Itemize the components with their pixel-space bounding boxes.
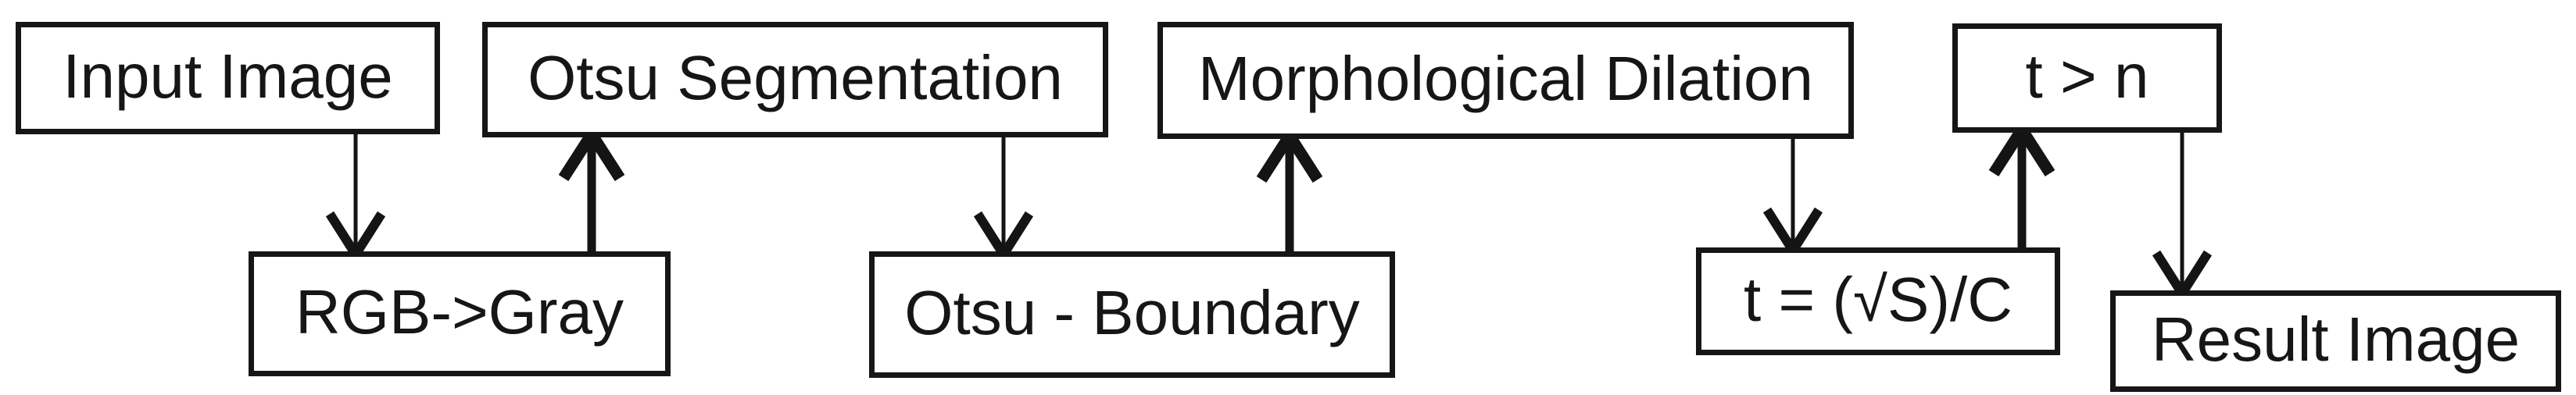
arrow-otsu-boundary-to-morphological-dilation-up [1256, 125, 1323, 254]
node-otsu-boundary: Otsu - Boundary [869, 251, 1395, 378]
arrowhead-up-icon [1256, 125, 1323, 183]
arrowhead-up-icon [558, 123, 625, 182]
node-label-morphological-dilation: Morphological Dilation [1197, 44, 1814, 113]
node-label-rgb-to-gray: RGB->Gray [295, 277, 624, 347]
node-label-otsu-boundary: Otsu - Boundary [904, 278, 1360, 347]
arrowhead-down-icon [1762, 207, 1823, 260]
arrowhead-up-icon [1988, 119, 2055, 177]
arrow-input-image-to-rgb-to-gray-down [325, 131, 386, 264]
arrow-otsu-segmentation-to-otsu-boundary-down [973, 134, 1034, 264]
node-threshold-formula: t = (√S)/C [1696, 247, 2060, 355]
node-label-t-greater-n: t > n [2025, 41, 2149, 111]
arrowhead-down-icon [2152, 250, 2213, 303]
node-morphological-dilation: Morphological Dilation [1157, 22, 1854, 139]
arrow-morphological-dilation-to-threshold-formula-down [1762, 136, 1823, 260]
node-t-greater-n: t > n [1952, 23, 2222, 133]
arrow-threshold-formula-to-t-greater-n-up [1988, 119, 2055, 251]
node-label-result-image: Result Image [2151, 304, 2521, 374]
node-result-image: Result Image [2110, 290, 2561, 392]
node-rgb-to-gray: RGB->Gray [249, 251, 671, 376]
node-input-image: Input Image [16, 22, 440, 134]
arrowhead-down-icon [973, 211, 1034, 264]
node-label-threshold-formula: t = (√S)/C [1744, 265, 2012, 334]
arrowhead-down-icon [325, 211, 386, 264]
arrow-t-greater-n-to-result-image-down [2152, 130, 2213, 303]
node-otsu-segmentation: Otsu Segmentation [482, 22, 1108, 137]
node-label-otsu-segmentation: Otsu Segmentation [528, 43, 1063, 112]
node-label-input-image: Input Image [63, 41, 393, 111]
arrow-rgb-to-gray-to-otsu-segmentation-up [558, 123, 625, 254]
